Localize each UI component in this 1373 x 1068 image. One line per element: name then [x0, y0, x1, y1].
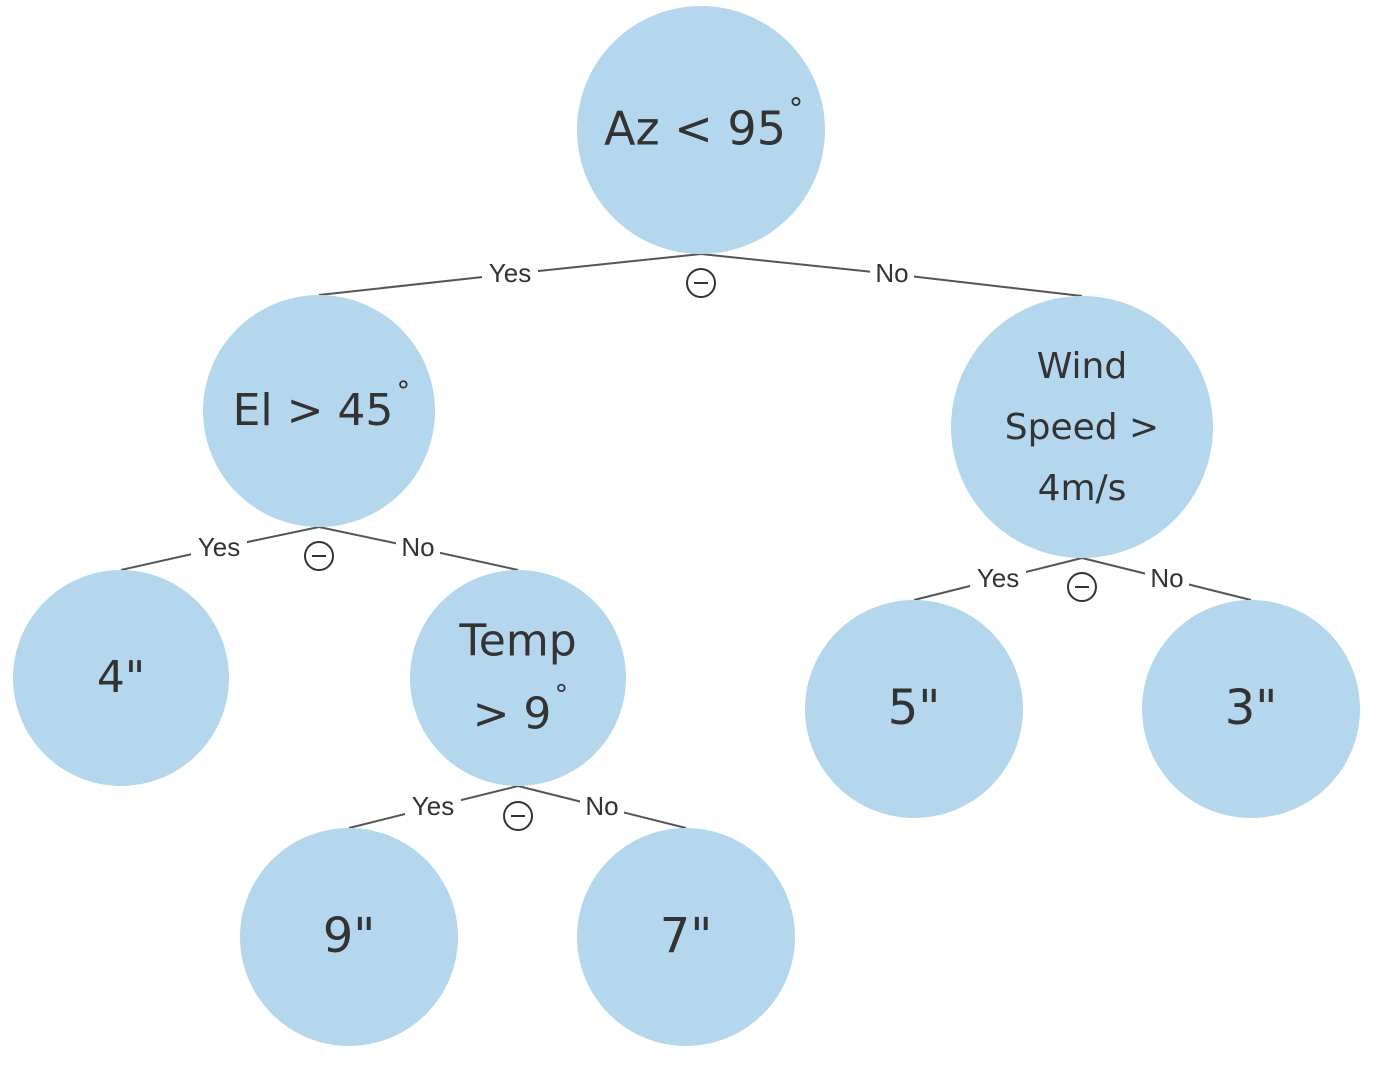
node-label: 5" — [888, 680, 941, 736]
edge-temp-leaf9: Yes — [348, 785, 519, 829]
edge-label-yes: Yes — [412, 791, 454, 821]
collapse-minus-icon[interactable] — [304, 541, 334, 571]
node-leaf4[interactable]: 4" — [13, 570, 229, 786]
node-leaf3[interactable]: 3" — [1142, 600, 1360, 818]
edge-root-el: Yes — [318, 253, 702, 296]
node-circle[interactable] — [577, 828, 795, 1046]
node-label: 4" — [97, 652, 145, 703]
edge-label-no: No — [875, 258, 908, 288]
edge-label-yes: Yes — [198, 532, 240, 562]
edge-label-background — [970, 564, 1026, 594]
node-label: > 9 — [473, 689, 552, 740]
node-label: El > 45 — [233, 385, 394, 436]
node-el[interactable]: El > 45° — [203, 295, 435, 527]
node-circle[interactable] — [805, 600, 1023, 818]
node-circle[interactable] — [410, 570, 626, 786]
collapse-minus-icon[interactable] — [503, 801, 533, 831]
edge-label-background — [1145, 564, 1189, 594]
node-label: 7" — [660, 908, 713, 964]
edge-wind-leaf3: No — [1081, 557, 1252, 601]
node-label: Az < 95 — [604, 102, 786, 156]
node-circle[interactable] — [203, 295, 435, 527]
node-leaf7[interactable]: 7" — [577, 828, 795, 1046]
edge-label-background — [405, 792, 461, 822]
node-label: 3" — [1225, 680, 1278, 736]
node-circle[interactable] — [951, 296, 1213, 558]
node-leaf5[interactable]: 5" — [805, 600, 1023, 818]
collapse-minus-icon[interactable] — [1067, 572, 1097, 602]
edge-label-background — [396, 533, 440, 563]
node-circle[interactable] — [577, 6, 825, 254]
edge-label-no: No — [401, 532, 434, 562]
collapse-minus-icon[interactable] — [686, 268, 716, 298]
degree-symbol: ° — [789, 92, 804, 126]
toggles-layer — [304, 268, 1097, 831]
edge-label-background — [191, 533, 247, 563]
node-label: Wind — [1037, 346, 1127, 387]
edge-label-no: No — [585, 791, 618, 821]
edge-label-background — [870, 259, 914, 289]
node-label: 4m/s — [1038, 468, 1127, 509]
node-circle[interactable] — [240, 828, 458, 1046]
edge-label-background — [482, 259, 538, 289]
edge-label-no: No — [1150, 563, 1183, 593]
edge-wind-leaf5: Yes — [913, 557, 1083, 601]
node-circle[interactable] — [13, 570, 229, 786]
node-label: Temp — [458, 616, 576, 667]
degree-symbol: ° — [555, 680, 569, 711]
edge-root-wind: No — [700, 253, 1083, 297]
node-label: 9" — [323, 908, 376, 964]
edge-temp-leaf7: No — [517, 785, 687, 829]
edge-label-background — [580, 792, 624, 822]
node-circle[interactable] — [1142, 600, 1360, 818]
degree-symbol: ° — [397, 376, 411, 407]
node-root[interactable]: Az < 95° — [577, 6, 825, 254]
edge-label-yes: Yes — [489, 258, 531, 288]
edge-el-leaf4: Yes — [120, 526, 320, 571]
node-leaf9[interactable]: 9" — [240, 828, 458, 1046]
node-temp[interactable]: Temp > 9° — [410, 570, 626, 786]
edge-label-yes: Yes — [977, 563, 1019, 593]
node-label: Speed > — [1005, 407, 1159, 448]
edge-el-temp: No — [318, 526, 519, 571]
